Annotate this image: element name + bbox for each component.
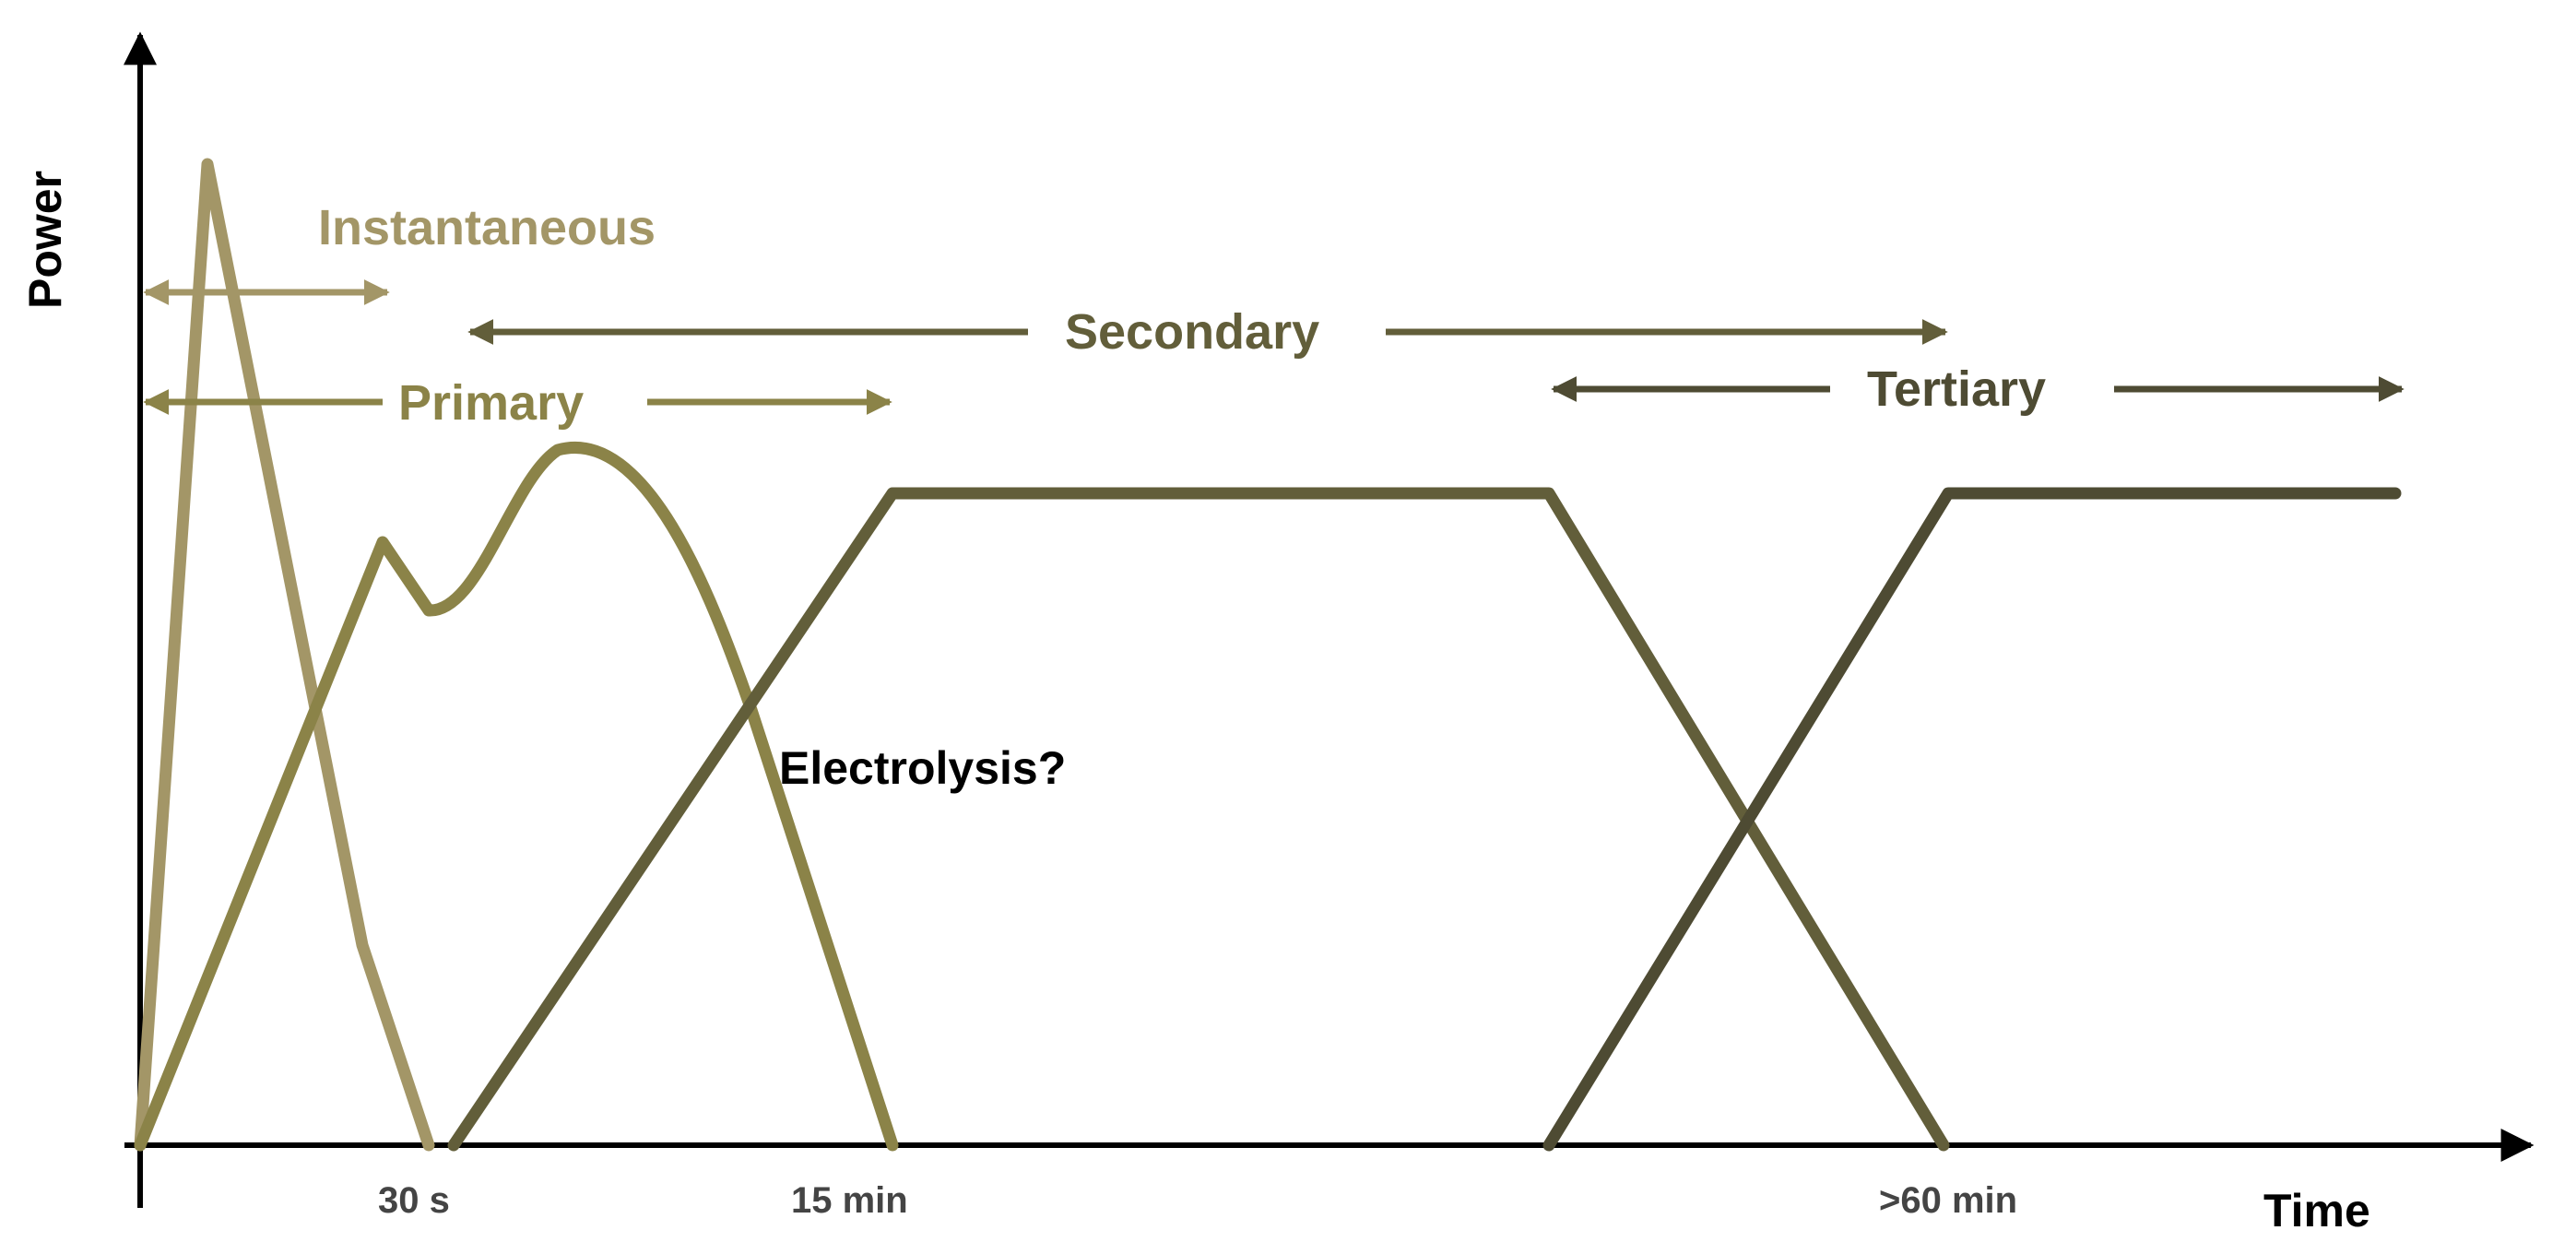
x-tick-label-15min: 15 min (791, 1180, 908, 1221)
primary-range-label: Primary (398, 375, 584, 431)
y-axis-label: Power (19, 171, 71, 309)
secondary-series (447, 487, 1950, 1152)
x-tick-label-30s: 30 s (378, 1180, 450, 1221)
electrolysis-annotation: Electrolysis? (779, 742, 1066, 794)
primary-series (134, 442, 899, 1152)
instantaneous-range-label: Instantaneous (318, 200, 656, 255)
tertiary-range-label: Tertiary (1867, 361, 2046, 417)
instantaneous-series (134, 158, 435, 1152)
x-axis-label: Time (2263, 1185, 2370, 1236)
x-tick-label-60min: >60 min (1879, 1180, 2017, 1221)
secondary-range-label: Secondary (1065, 304, 1319, 360)
tertiary-series (1542, 487, 2402, 1152)
